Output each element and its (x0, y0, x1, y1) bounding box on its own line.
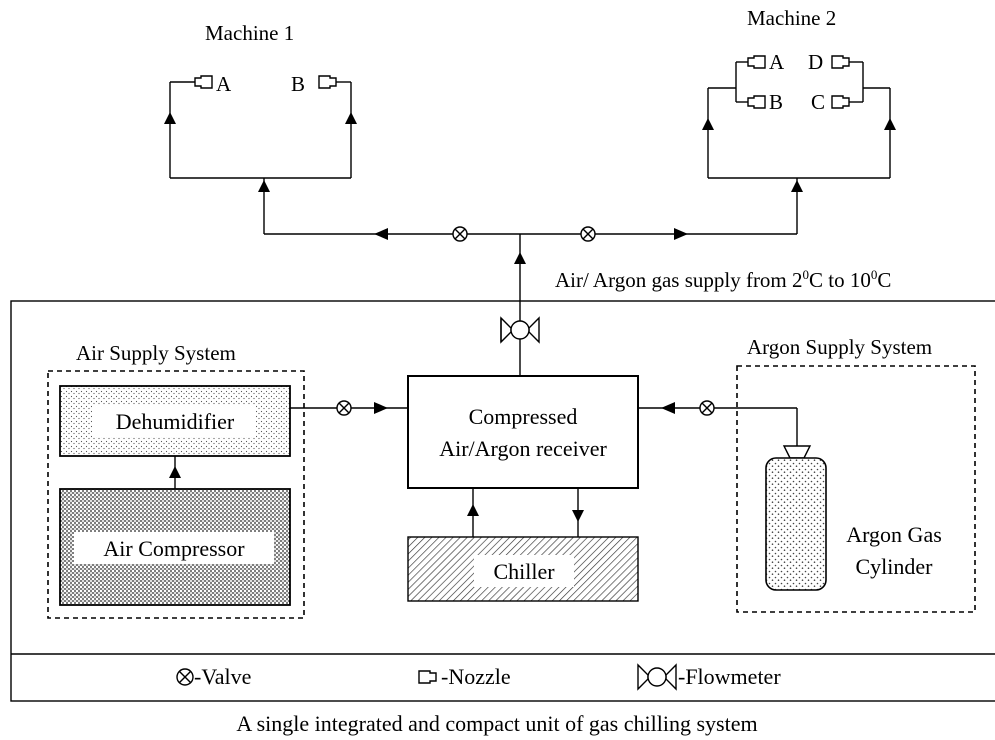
receiver-label-line2: Air/Argon receiver (439, 436, 607, 461)
chiller-label: Chiller (493, 559, 555, 584)
flow-arrow (169, 466, 181, 478)
nozzle-label-b: B (769, 90, 783, 114)
nozzle-icon (747, 55, 766, 69)
receiver-label-line1: Compressed (469, 404, 578, 429)
top-distribution-lines (169, 61, 891, 376)
flow-arrow (374, 402, 388, 414)
nozzle-label-d: D (808, 50, 823, 74)
supply-label: Air/ Argon gas supply from 20C to 100C (555, 267, 891, 292)
nozzle-icon (418, 670, 437, 684)
air-compressor-label: Air Compressor (103, 536, 245, 561)
cylinder-label-line2: Cylinder (856, 554, 934, 579)
air-system-title: Air Supply System (76, 341, 236, 365)
legend-flowmeter: -Flowmeter (678, 664, 781, 689)
chiller-label-bg (474, 555, 574, 587)
nozzle-icon (318, 75, 337, 89)
legend: -Valve -Nozzle -Flowmeter (176, 663, 781, 691)
nozzle-icon (194, 75, 213, 89)
argon-cylinder (765, 457, 827, 591)
air-system-boundary (47, 370, 305, 619)
flowmeter-icon (637, 663, 677, 691)
argon-system-boundary (736, 365, 976, 613)
nozzle-label-b: B (291, 72, 305, 96)
cylinder-valve (782, 445, 812, 459)
machine1-title: Machine 1 (205, 21, 294, 45)
legend-valve: -Valve (194, 664, 251, 689)
valve-icon (580, 226, 596, 242)
nozzle-label-c: C (811, 90, 825, 114)
cylinder-label-line1: Argon Gas (846, 522, 942, 547)
valve-icon (452, 226, 468, 242)
flow-arrow (661, 402, 675, 414)
flowmeter-icon (500, 316, 540, 344)
unit-enclosure (10, 300, 995, 702)
dehumidifier-label: Dehumidifier (116, 409, 235, 434)
air-compressor-label-bg (74, 532, 274, 564)
nozzle-label-a: A (216, 72, 232, 96)
flow-arrows-top (164, 112, 896, 264)
machine2-title: Machine 2 (747, 6, 836, 30)
valve-icon (176, 668, 194, 686)
dehumidifier-label-bg (92, 405, 256, 437)
flow-arrow (572, 510, 584, 522)
nozzle-label-a: A (769, 50, 785, 74)
figure-caption: A single integrated and compact unit of … (236, 711, 757, 736)
argon-system-title: Argon Supply System (747, 335, 932, 359)
receiver-box (407, 375, 639, 489)
nozzle-icon (747, 95, 766, 109)
legend-nozzle: -Nozzle (441, 664, 511, 689)
flow-arrow (467, 504, 479, 516)
nozzle-icon (831, 95, 850, 109)
valve-icon (336, 400, 352, 416)
valve-icon (699, 400, 715, 416)
nozzle-icon (831, 55, 850, 69)
